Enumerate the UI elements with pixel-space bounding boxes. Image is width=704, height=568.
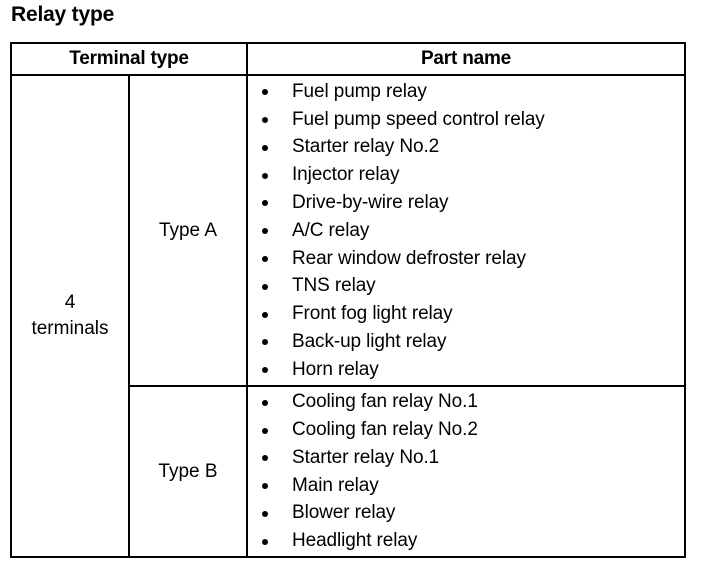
- list-item: Fuel pump speed control relay: [248, 106, 684, 134]
- part-label: Cooling fan relay No.1: [292, 391, 478, 413]
- part-label: Back-up light relay: [292, 330, 447, 352]
- part-label: Fuel pump relay: [292, 80, 427, 102]
- list-item: Horn relay: [248, 356, 684, 384]
- list-item: Injector relay: [248, 161, 684, 189]
- bullet-icon: [262, 200, 268, 207]
- bullet-icon: [262, 399, 268, 406]
- column-header-terminal-type: Terminal type: [10, 42, 248, 76]
- part-name-cell-type-a: Fuel pump relay Fuel pump speed control …: [246, 73, 686, 388]
- table-row-type-b: Type B Cooling fan relay No.1 Cooling fa…: [11, 385, 686, 558]
- list-item: Starter relay No.1: [248, 444, 684, 472]
- bullet-icon: [262, 89, 268, 96]
- bullet-icon: [262, 455, 268, 462]
- part-label: Cooling fan relay No.2: [292, 419, 478, 441]
- list-item: Back-up light relay: [248, 328, 684, 356]
- part-label: Horn relay: [292, 358, 379, 380]
- relay-type-table: Terminal type Part name 4 terminals Type…: [10, 42, 686, 558]
- bullet-icon: [262, 367, 268, 374]
- list-item: Fuel pump relay: [248, 78, 684, 106]
- list-item: A/C relay: [248, 217, 684, 245]
- page-title: Relay type: [11, 3, 115, 26]
- part-label: Rear window defroster relay: [292, 247, 526, 269]
- terminal-type-cell: 4 terminals: [10, 74, 130, 558]
- part-label: Blower relay: [292, 502, 396, 524]
- table-row-type-a: 4 terminals Type A Fuel pump relay Fuel …: [10, 73, 686, 558]
- relay-type-label-b: Type B: [128, 385, 248, 558]
- part-label: Drive-by-wire relay: [292, 191, 449, 213]
- bullet-icon: [262, 510, 268, 517]
- bullet-icon: [262, 311, 268, 318]
- bullet-icon: [262, 228, 268, 235]
- table-body: 4 terminals Type A Fuel pump relay Fuel …: [10, 73, 686, 558]
- bullet-icon: [262, 483, 268, 490]
- bullet-icon: [262, 283, 268, 290]
- list-item: Front fog light relay: [248, 300, 684, 328]
- list-item: Headlight relay: [248, 527, 684, 555]
- list-item: Rear window defroster relay: [248, 245, 684, 273]
- part-label: A/C relay: [292, 219, 370, 241]
- list-item: TNS relay: [248, 272, 684, 300]
- part-label: Headlight relay: [292, 530, 418, 552]
- list-item: Starter relay No.2: [248, 133, 684, 161]
- terminal-count-line1: 4: [64, 292, 76, 313]
- part-label: Fuel pump speed control relay: [292, 108, 545, 130]
- bullet-icon: [262, 427, 268, 434]
- part-label: Starter relay No.1: [292, 446, 440, 468]
- table-header-row: Terminal type Part name: [10, 42, 686, 76]
- bullet-icon: [262, 256, 268, 263]
- list-item: Cooling fan relay No.2: [248, 416, 684, 444]
- bullet-icon: [262, 172, 268, 179]
- list-item: Main relay: [248, 472, 684, 500]
- list-item: Blower relay: [248, 499, 684, 527]
- part-label: Front fog light relay: [292, 303, 453, 325]
- part-label: Injector relay: [292, 164, 400, 186]
- part-list-type-b: Cooling fan relay No.1 Cooling fan relay…: [248, 388, 684, 555]
- list-item: Drive-by-wire relay: [248, 189, 684, 217]
- part-name-cell-type-b: Cooling fan relay No.1 Cooling fan relay…: [246, 385, 686, 558]
- part-list-type-a: Fuel pump relay Fuel pump speed control …: [248, 78, 684, 384]
- part-label: Starter relay No.2: [292, 136, 440, 158]
- table-header: Terminal type Part name: [10, 42, 686, 76]
- bullet-icon: [262, 117, 268, 124]
- part-label: TNS relay: [292, 275, 376, 297]
- list-item: Cooling fan relay No.1: [248, 388, 684, 416]
- column-header-part-name: Part name: [246, 42, 686, 76]
- bullet-icon: [262, 538, 268, 545]
- relay-type-label-a: Type A: [128, 73, 248, 388]
- bullet-icon: [262, 339, 268, 346]
- part-label: Main relay: [292, 474, 379, 496]
- bullet-icon: [262, 144, 268, 151]
- terminal-count-line2: terminals: [31, 318, 109, 339]
